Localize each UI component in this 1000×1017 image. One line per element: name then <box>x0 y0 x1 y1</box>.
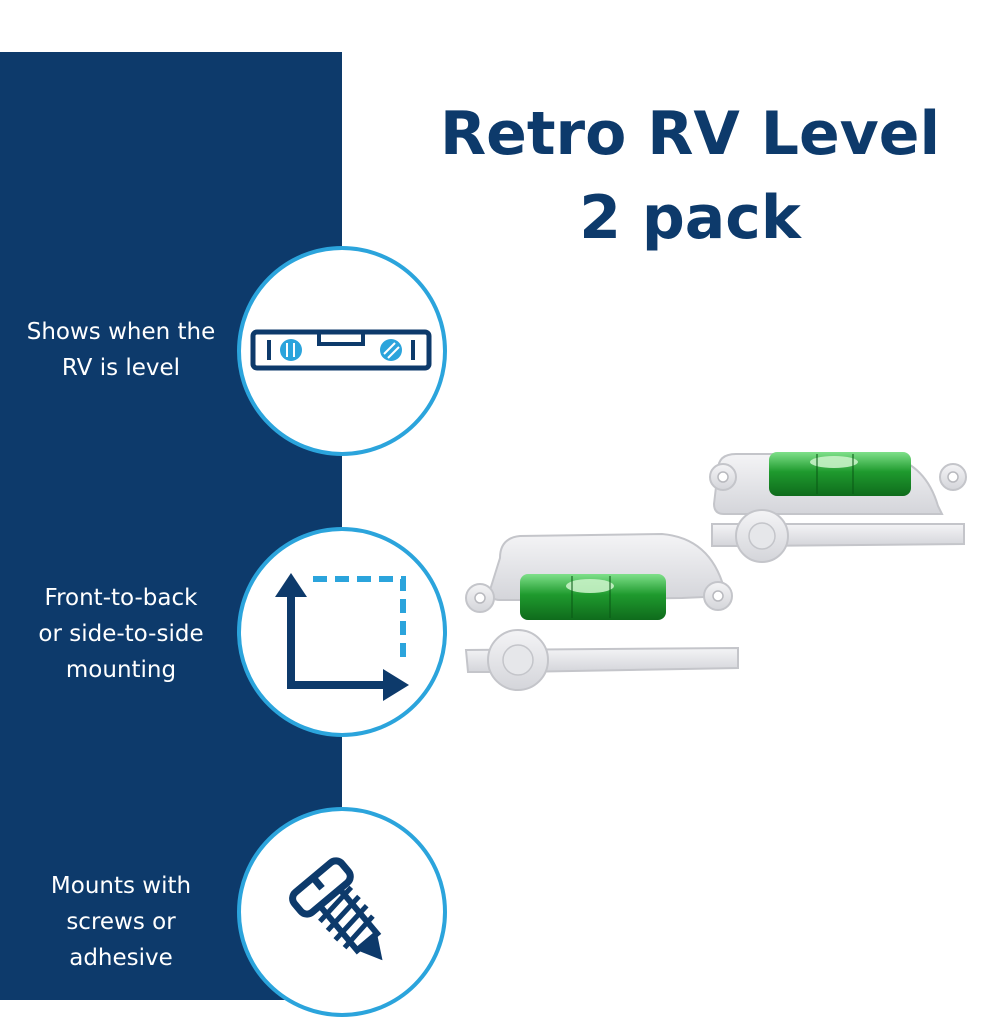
title-line-1: Retro RV Level <box>439 99 941 169</box>
page-title: Retro RV Level 2 pack <box>390 92 990 260</box>
feature-label-line: or side-to-side <box>38 621 204 647</box>
feature-label-line: Shows when the <box>26 319 216 345</box>
feature-label-level: Shows when the RV is level <box>10 314 232 386</box>
feature-label-mounting: Front-to-back or side-to-side mounting <box>10 580 232 688</box>
corner-arrows-icon <box>275 573 409 701</box>
feature-circle-level <box>237 246 447 456</box>
rv-level-back <box>709 452 967 563</box>
feature-circle-mounting <box>237 527 447 737</box>
feature-label-line: adhesive <box>69 945 173 971</box>
feature-label-line: screws or <box>66 909 176 935</box>
screw-icon <box>289 857 383 961</box>
feature-circle-screws <box>237 807 447 1017</box>
rv-level-front <box>464 532 739 691</box>
feature-label-screws: Mounts with screws or adhesive <box>10 868 232 976</box>
feature-label-line: Mounts with <box>50 873 192 899</box>
feature-label-line: RV is level <box>61 355 181 381</box>
feature-label-line: mounting <box>65 657 177 683</box>
title-line-2: 2 pack <box>579 183 801 253</box>
product-image-rv-levels <box>464 452 967 691</box>
feature-label-line: Front-to-back <box>44 585 198 611</box>
bubble-level-icon <box>250 329 432 371</box>
